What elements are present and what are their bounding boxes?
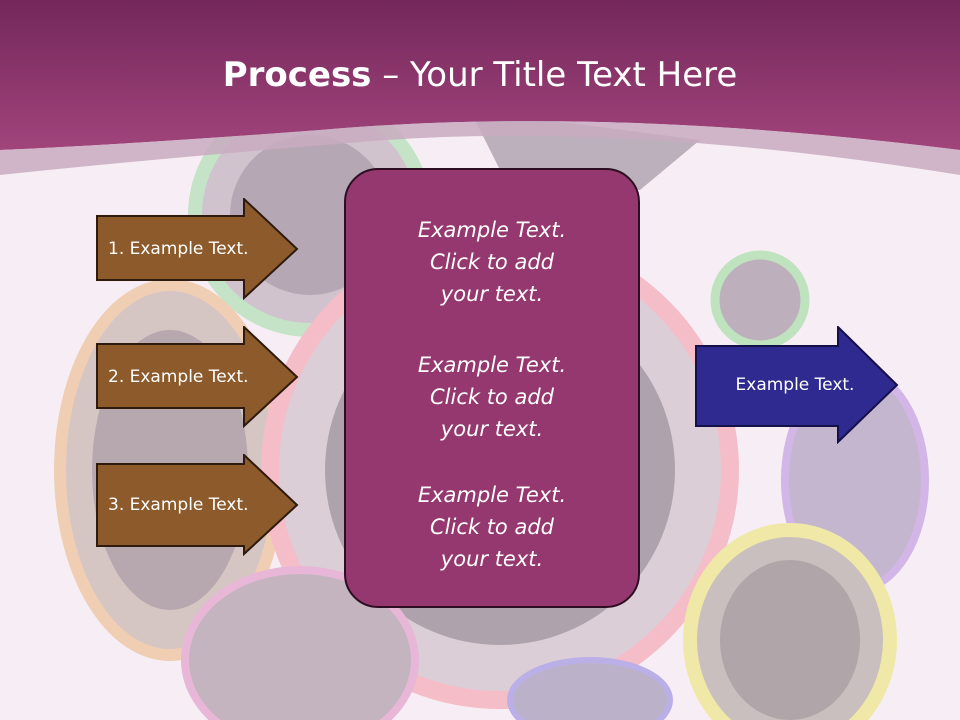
title-bold: Process [222, 55, 372, 95]
center-line: Click to add [429, 385, 554, 409]
title-rest: – Your Title Text Here [371, 55, 738, 95]
arrow-shape [96, 198, 299, 300]
arrow-label: 1. Example Text. [108, 239, 249, 259]
arrow-shape [695, 326, 899, 444]
center-text-block-1[interactable]: Example Text. Click to add your text. [346, 214, 638, 310]
center-line: Example Text. [417, 218, 567, 242]
left-arrow-2[interactable]: 2. Example Text. [96, 326, 300, 428]
center-line: Click to add [429, 250, 554, 274]
left-arrow-3[interactable]: 3. Example Text. [96, 454, 300, 556]
slide-title: Process – Your Title Text Here [0, 52, 960, 98]
center-text-box[interactable]: Example Text. Click to add your text. Ex… [344, 168, 640, 608]
arrow-label: Example Text. [735, 375, 855, 395]
arrow-label: 2. Example Text. [108, 367, 249, 387]
center-line: Example Text. [417, 483, 567, 507]
title-banner [0, 0, 960, 175]
center-line: your text. [440, 547, 544, 571]
arrow-shape [96, 326, 299, 428]
center-line: your text. [440, 282, 544, 306]
right-arrow[interactable]: Example Text. [695, 326, 900, 444]
left-arrow-1[interactable]: 1. Example Text. [96, 198, 300, 300]
center-line: Example Text. [417, 353, 567, 377]
center-line: Click to add [429, 515, 554, 539]
center-text-block-3[interactable]: Example Text. Click to add your text. [346, 479, 638, 575]
center-line: your text. [440, 417, 544, 441]
arrow-shape [96, 454, 299, 556]
arrow-label: 3. Example Text. [108, 495, 249, 515]
center-text-block-2[interactable]: Example Text. Click to add your text. [346, 349, 638, 445]
